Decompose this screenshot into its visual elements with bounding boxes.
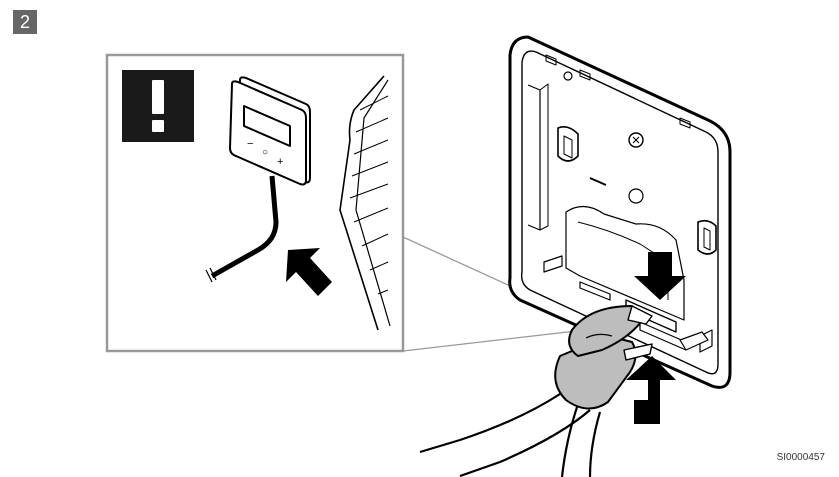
warning-icon: [152, 80, 164, 132]
thermostat-minus-label: −: [247, 138, 253, 150]
arrow-up-left-icon: [286, 248, 332, 296]
cable-end: [205, 267, 217, 283]
wall-section: [339, 75, 391, 331]
thermostat-circle-label: ○: [262, 147, 268, 158]
thermostat-cable: [210, 175, 279, 279]
arrow-down-icon: [634, 252, 686, 300]
thermostat-device: [229, 76, 311, 186]
side-cutter-pliers: [419, 305, 653, 477]
zoom-line-bottom: [402, 327, 603, 352]
figure-code: SI0000457: [776, 452, 825, 463]
step-number-badge: 2: [13, 10, 37, 34]
arrow-up-icon-body: [636, 400, 660, 424]
thermostat-plus-label: +: [277, 156, 283, 168]
wall-back-plate: [508, 35, 732, 389]
